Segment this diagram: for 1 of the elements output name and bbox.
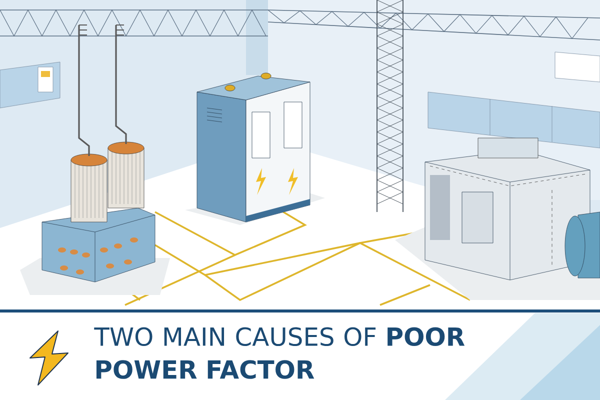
title: TWO MAIN CAUSES OF POOR POWER FACTOR <box>94 327 465 379</box>
